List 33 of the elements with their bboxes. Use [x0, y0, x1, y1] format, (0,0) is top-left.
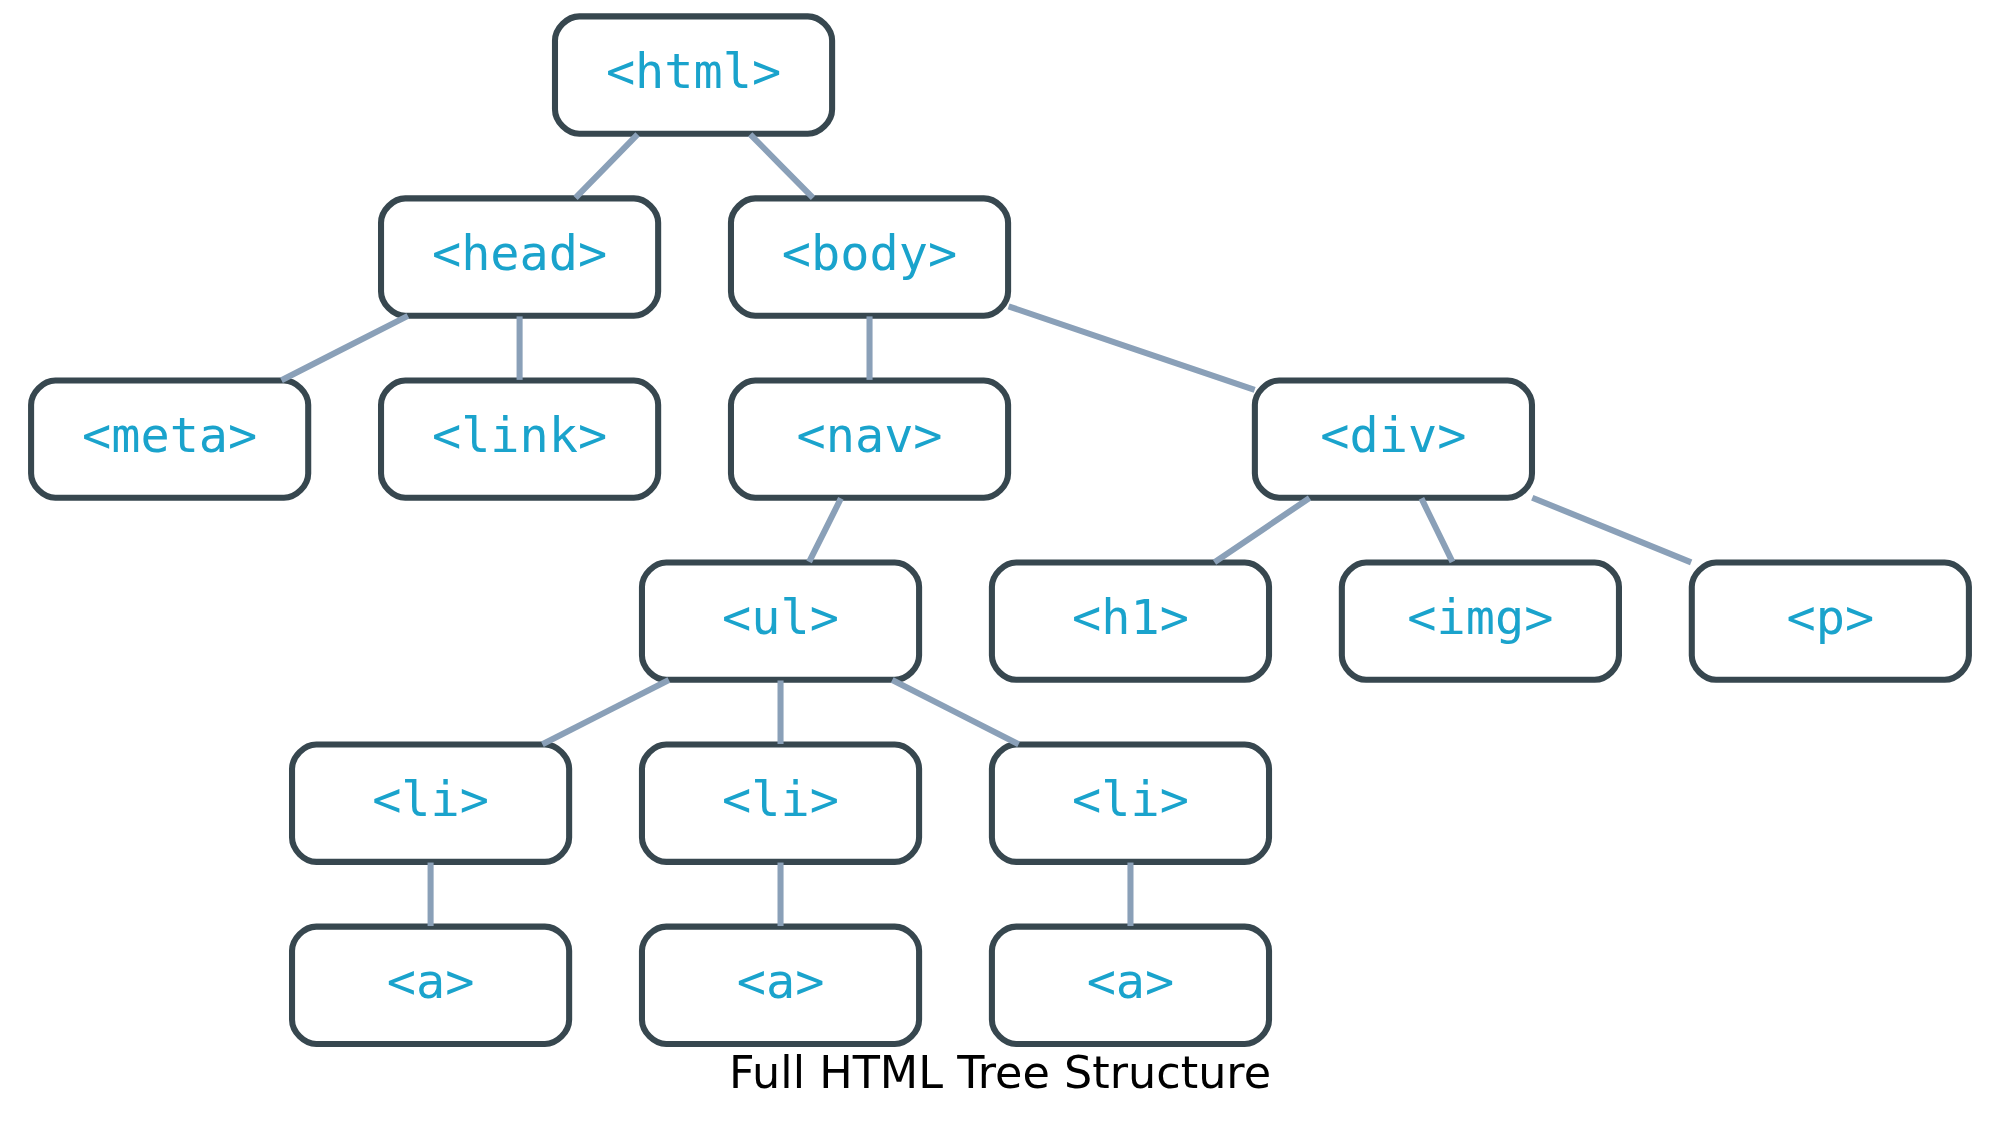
node-box: <a> [638, 923, 923, 1047]
connector [777, 862, 784, 927]
node-box: <head> [378, 195, 662, 319]
connector [1007, 303, 1256, 393]
node-box: <li> [638, 741, 923, 865]
connector [1212, 495, 1312, 565]
node-box: <html> [551, 13, 836, 137]
connector [280, 313, 410, 383]
connector [573, 132, 640, 200]
connector [1418, 497, 1456, 564]
connector [1531, 494, 1693, 566]
caption: Full HTML Tree Structure [728, 1046, 1272, 1098]
node-box: <h1> [988, 559, 1273, 683]
node-box: <img> [1338, 559, 1622, 683]
node-box: <a> [988, 923, 1273, 1047]
node-box: <meta> [28, 377, 312, 501]
connector [516, 316, 523, 380]
node-box: <nav> [727, 377, 1012, 501]
node-box: <link> [378, 377, 662, 501]
connector [866, 316, 873, 380]
node-box: <body> [727, 195, 1012, 319]
node-box: <p> [1688, 559, 1972, 683]
connector [890, 677, 1021, 747]
connector [541, 677, 671, 747]
connector [427, 862, 434, 927]
node-box: <ul> [638, 559, 923, 683]
connector [806, 497, 844, 564]
connector [1127, 862, 1134, 927]
connector [748, 132, 816, 200]
node-box: <div> [1251, 377, 1536, 501]
node-box: <li> [988, 741, 1273, 865]
node-box: <li> [289, 741, 573, 865]
node-box: <a> [289, 923, 573, 1047]
